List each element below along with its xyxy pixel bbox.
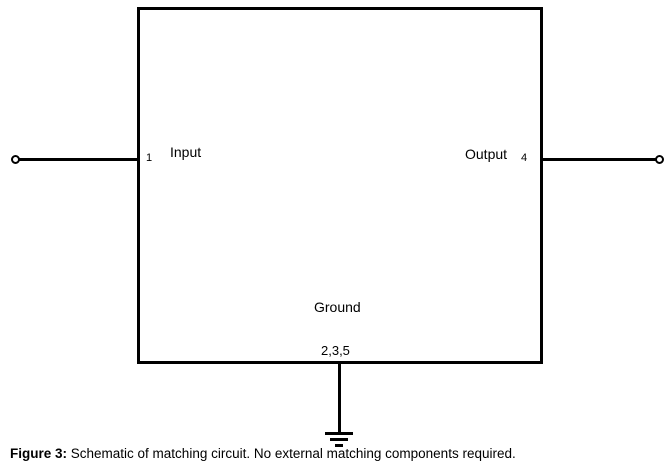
input-terminal-node <box>11 155 20 164</box>
output-port-label: Output <box>465 146 508 162</box>
ground-wire <box>338 363 341 433</box>
input-pin-number: 1 <box>146 152 153 164</box>
device-body-rectangle <box>137 7 543 364</box>
figure-caption-text: Schematic of matching circuit. No extern… <box>67 446 516 461</box>
ground-symbol-bar-1-icon <box>325 432 353 435</box>
ground-port-label: Ground <box>314 299 361 315</box>
output-wire <box>540 158 662 161</box>
figure-caption: Figure 3: Schematic of matching circuit.… <box>10 446 516 461</box>
ground-pin-numbers: 2,3,5 <box>321 343 350 358</box>
output-terminal-node <box>655 155 664 164</box>
input-port-label: Input <box>170 144 202 160</box>
input-wire <box>18 158 140 161</box>
ground-symbol-bar-2-icon <box>330 438 348 441</box>
output-pin-number: 4 <box>521 152 528 164</box>
ground-symbol-bar-3-icon <box>335 444 343 447</box>
figure-caption-label: Figure 3: <box>10 446 68 461</box>
